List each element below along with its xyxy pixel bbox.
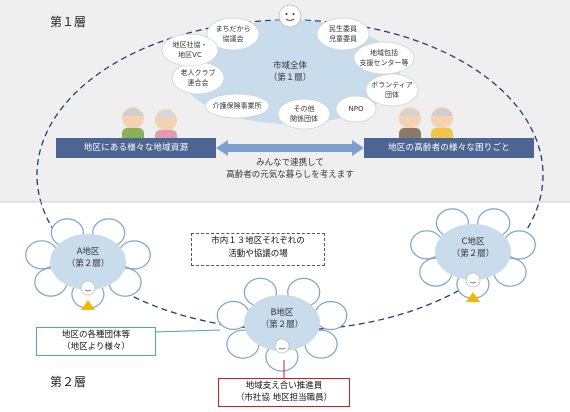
groups-line2: （地区より様々） xyxy=(62,342,130,352)
satellite-label: 介護保険事業所 xyxy=(197,101,277,111)
banner-left: 地区にある様々な地域資源 xyxy=(56,138,216,158)
layer1-title: 第１層 xyxy=(50,15,87,29)
satellite-label-line1: その他 xyxy=(293,105,315,113)
satellite-label: その他関係団体 xyxy=(264,104,344,124)
satellite-label-line1: 介護保険事業所 xyxy=(212,102,262,110)
banner-right: 地区の高齢者の様々な困りごと xyxy=(364,138,534,158)
district-label: C地区 （第２層） xyxy=(433,236,513,260)
satellite-label: 地区社協・地区VC xyxy=(150,40,230,60)
satellite-label-line1: NPO xyxy=(348,105,364,113)
satellite-label-line2: 関係団体 xyxy=(290,115,318,123)
district-name: C地区 xyxy=(461,237,485,247)
groups-connector xyxy=(154,329,221,333)
coordinator-face-icon xyxy=(278,4,302,28)
district-layer: （第２層） xyxy=(451,249,495,259)
elderly-couple-left-icon xyxy=(122,107,177,142)
satellite-bubble xyxy=(335,95,377,123)
district-group xyxy=(25,208,536,372)
satellite-label-line1: 老人クラブ xyxy=(180,69,216,77)
satellite-bubble xyxy=(161,33,219,67)
promoter-triangle-icon xyxy=(81,300,95,310)
elderly-couple-right-icon xyxy=(399,107,453,142)
district-label: B地区 （第２層） xyxy=(242,307,322,331)
middle-message: みんなで連携して 高齢者の元気な暮らしを考えます xyxy=(200,157,380,181)
layer2-info-line2: 活動や協議の場 xyxy=(228,249,288,259)
satellite-label: まちだから協議会 xyxy=(193,24,273,44)
city-label-line2: （第１層） xyxy=(268,73,312,83)
district-circle xyxy=(244,295,320,351)
satellite-label-line2: 団体 xyxy=(385,91,399,99)
layer2-title: 第２層 xyxy=(50,375,87,389)
groups-line1: 地区の各種団体等 xyxy=(61,330,130,340)
promoter-triangle-icon xyxy=(466,292,480,302)
connection-arrow-icon xyxy=(216,140,364,156)
district-name: A地区 xyxy=(76,247,100,257)
district-circle xyxy=(435,224,511,280)
satellite-label-line1: ボランティア xyxy=(371,81,413,89)
satellite-bubble xyxy=(353,41,415,75)
promoter-line2: （市社協 地区担当職員） xyxy=(235,393,333,403)
middle-line2: 高齢者の元気な暮らしを考えます xyxy=(226,170,354,180)
satellite-bubble xyxy=(316,17,370,51)
satellite-label-line1: まちだから xyxy=(215,25,251,33)
satellite-label: 老人クラブ連合会 xyxy=(158,68,238,88)
layer2-info-box: 市内１３地区それぞれの 活動や協議の場 xyxy=(191,233,325,266)
district-label: A地区 （第２層） xyxy=(48,246,128,270)
satellite-bubble xyxy=(277,98,331,130)
promoter-box: 地域支え合い推進員 （市社協 地区担当職員） xyxy=(218,378,350,407)
promoter-face-icon xyxy=(80,280,96,296)
district-layer: （第２層） xyxy=(66,259,110,269)
satellite-bubble xyxy=(365,73,419,107)
satellite-label-line1: 民生委員 xyxy=(329,25,357,33)
city-label-line1: 市域全体 xyxy=(272,61,307,71)
city-label: 市域全体 （第１層） xyxy=(240,60,340,84)
satellite-label-line2: 連合会 xyxy=(187,79,209,87)
middle-line1: みんなで連携して xyxy=(256,158,324,168)
groups-box: 地区の各種団体等 （地区より様々） xyxy=(36,327,156,356)
satellite-label-line2: 児童委員 xyxy=(329,35,357,43)
satellite-label-line2: 協議会 xyxy=(222,35,244,43)
satellite-bubble xyxy=(204,93,270,119)
satellite-label: NPO xyxy=(316,104,396,114)
satellite-group xyxy=(161,17,419,130)
layer2-info-line1: 市内１３地区それぞれの xyxy=(211,236,305,246)
satellite-label-line1: 地域包括 xyxy=(370,49,398,57)
satellite-label-line2: 地区VC xyxy=(178,51,202,59)
satellite-label: 地域包括支援センター等 xyxy=(344,48,424,68)
satellite-label: 民生委員児童委員 xyxy=(303,24,383,44)
satellite-label-line2: 支援センター等 xyxy=(359,59,409,67)
promoter-face-icon xyxy=(274,338,290,354)
satellite-label: ボランティア団体 xyxy=(352,80,432,100)
promoter-face-icon xyxy=(465,272,481,288)
promoter-line1: 地域支え合い推進員 xyxy=(245,381,323,391)
district-circle xyxy=(50,234,126,290)
satellite-label-line1: 地区社協・ xyxy=(172,41,208,49)
district-name: B地区 xyxy=(270,308,294,318)
district-layer: （第２層） xyxy=(260,320,304,330)
satellite-bubble xyxy=(206,17,260,51)
